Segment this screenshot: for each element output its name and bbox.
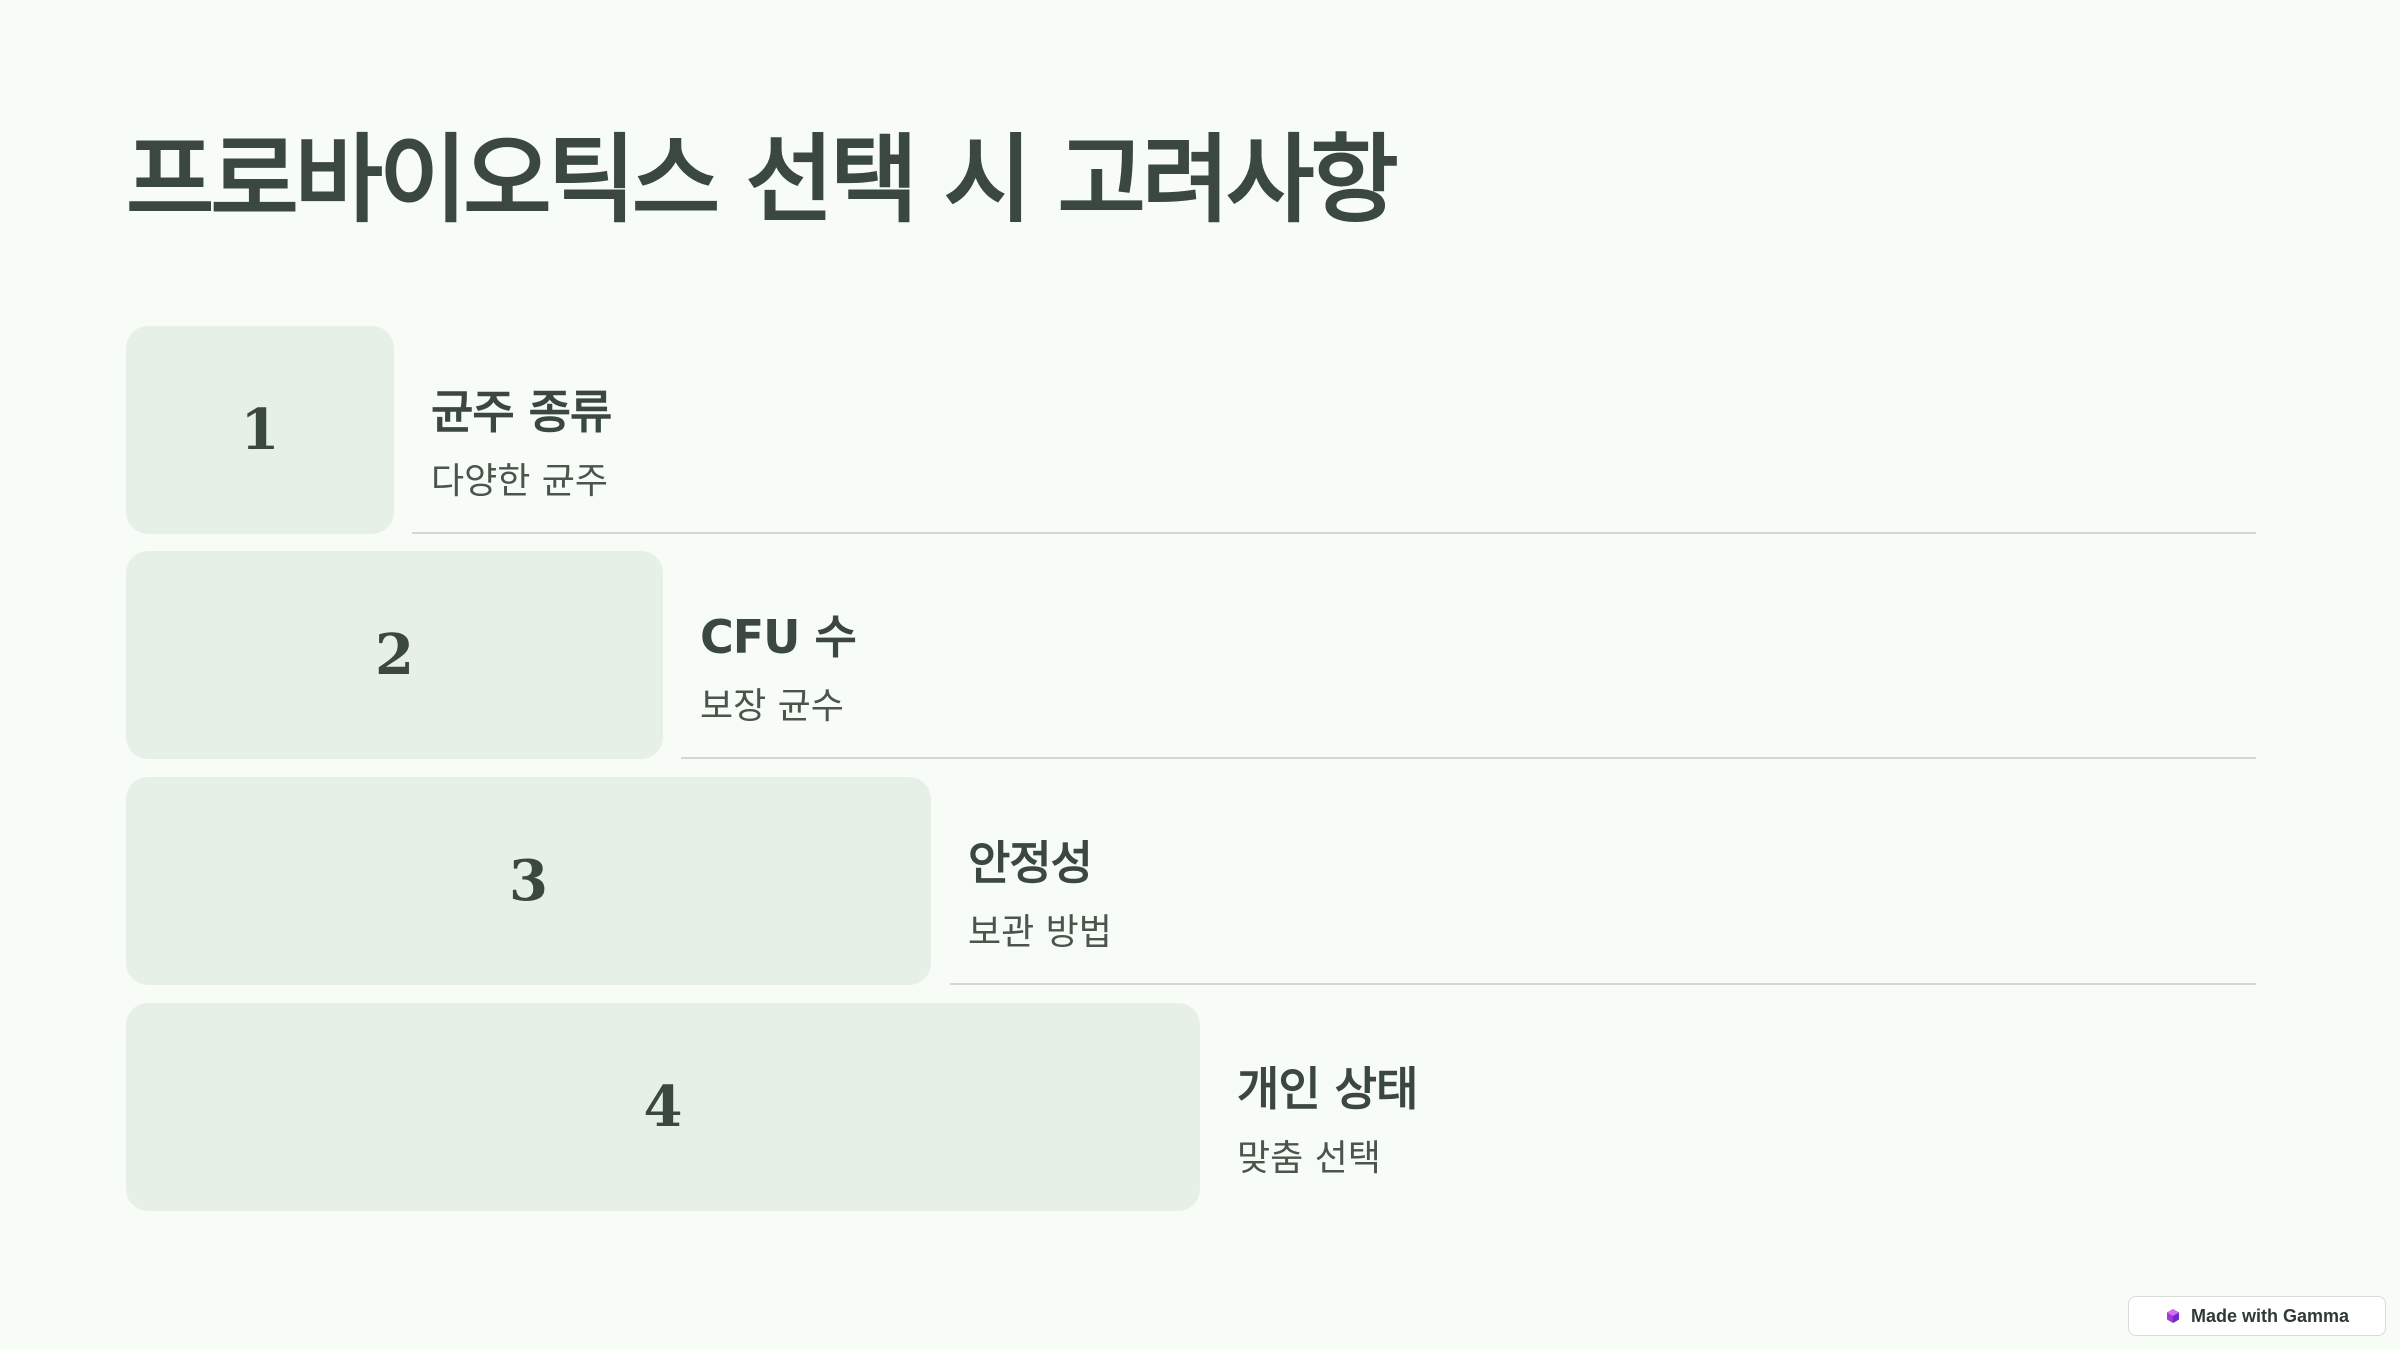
step-number-box: 4 bbox=[126, 1003, 1200, 1211]
step-number: 1 bbox=[240, 397, 280, 463]
step-description: 보관 방법 bbox=[968, 912, 1112, 953]
made-with-gamma-label: Made with Gamma bbox=[2190, 1305, 2350, 1326]
step-description: 맞춤 선택 bbox=[1237, 1138, 1381, 1179]
step-heading: 균주 종류 bbox=[431, 385, 612, 439]
step-divider bbox=[950, 983, 2256, 985]
step-number-box: 2 bbox=[126, 551, 663, 759]
step-number: 3 bbox=[509, 848, 548, 914]
step-heading: CFU 수 bbox=[700, 610, 857, 664]
step-divider bbox=[681, 757, 2256, 759]
page-title: 프로바이오틱스 선택 시 고려사항 bbox=[126, 124, 1399, 236]
gamma-logo-icon bbox=[2165, 1308, 2181, 1324]
step-description: 보장 균수 bbox=[700, 686, 844, 727]
step-number: 4 bbox=[643, 1074, 683, 1140]
step-heading: 개인 상태 bbox=[1237, 1062, 1418, 1116]
step-number-box: 3 bbox=[126, 777, 931, 985]
step-number: 2 bbox=[375, 622, 414, 688]
step-description: 다양한 균주 bbox=[431, 461, 609, 502]
step-number-box: 1 bbox=[126, 326, 394, 534]
step-heading: 안정성 bbox=[968, 836, 1093, 890]
step-divider bbox=[412, 532, 2256, 534]
made-with-gamma-badge[interactable]: Made with Gamma bbox=[2128, 1296, 2386, 1336]
